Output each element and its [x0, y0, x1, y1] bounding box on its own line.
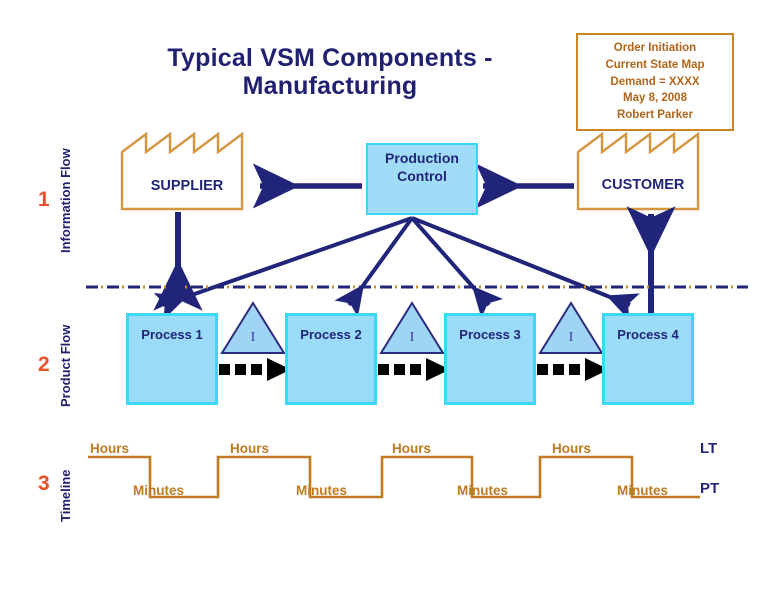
push-arrow-3	[537, 358, 609, 381]
supplier-label: SUPPLIER	[150, 178, 224, 194]
timeline-minutes-1: Minutes	[133, 483, 185, 498]
timeline-minutes-2: Minutes	[296, 483, 348, 498]
process-box-2	[285, 313, 377, 405]
title-line-2: Manufacturing	[242, 72, 418, 100]
arrow-control-to-process1	[153, 216, 413, 321]
info-line-author: Robert Parker	[616, 109, 694, 121]
inventory-label-1: I	[250, 330, 256, 345]
process-box-1	[126, 313, 218, 405]
production-control-line-1: Production	[385, 150, 459, 166]
timeline-hours-3: Hours	[392, 441, 432, 456]
inventory-triangle-1	[220, 301, 286, 354]
inventory-triangle-3	[538, 301, 604, 354]
section-label-information-flow: Information Flow	[58, 148, 73, 254]
production-control-line-2: Control	[397, 167, 447, 184]
title-line-1: Typical VSM Components -	[167, 44, 493, 72]
inventory-label-2: I	[409, 330, 415, 345]
arrow-control-to-process2	[334, 216, 414, 318]
timeline-hours-1: Hours	[90, 441, 130, 456]
supplier-factory-icon	[120, 131, 244, 211]
inventory-triangle-2	[379, 301, 445, 354]
timeline-staircase	[88, 455, 700, 499]
section-number-3: 3	[38, 472, 50, 495]
section-number-1: 1	[38, 188, 50, 211]
process-box-3	[444, 313, 536, 405]
page-title: Typical VSM Components -Manufacturing	[120, 44, 540, 100]
process-label-1: Process 1	[141, 327, 203, 342]
customer-label: CUSTOMER	[601, 177, 685, 193]
process-label-2: Process 2	[300, 327, 362, 342]
arrow-control-to-process3	[410, 216, 503, 319]
customer-factory-icon	[576, 131, 700, 211]
process-box-4	[602, 313, 694, 405]
info-line-current-state-map: Current State Map	[605, 58, 705, 71]
timeline-minutes-4: Minutes	[617, 483, 669, 498]
section-label-product-flow: Product Flow	[58, 324, 73, 408]
push-arrow-2	[378, 358, 450, 381]
push-arrow-1	[219, 358, 291, 381]
timeline-legend-lead-time: LT	[700, 440, 718, 457]
info-line-date: May 8, 2008	[623, 92, 687, 105]
section-label-timeline: Timeline	[58, 469, 73, 522]
info-line-demand: Demand = XXXX	[610, 75, 700, 88]
timeline-legend-process-time: PT	[700, 480, 720, 497]
timeline-hours-4: Hours	[552, 441, 592, 456]
timeline-hours-2: Hours	[230, 441, 270, 456]
info-line-order-initiation: Order Initiation	[613, 42, 697, 55]
production-control-box	[366, 143, 478, 215]
inventory-label-3: I	[568, 330, 574, 345]
map-info-box: Order Initiation Current State Map Deman…	[576, 33, 734, 131]
process-label-4: Process 4	[617, 327, 679, 342]
process-label-3: Process 3	[459, 327, 521, 342]
timeline-minutes-3: Minutes	[457, 483, 509, 498]
arrow-control-to-process4	[411, 216, 640, 321]
section-number-2: 2	[38, 353, 50, 376]
